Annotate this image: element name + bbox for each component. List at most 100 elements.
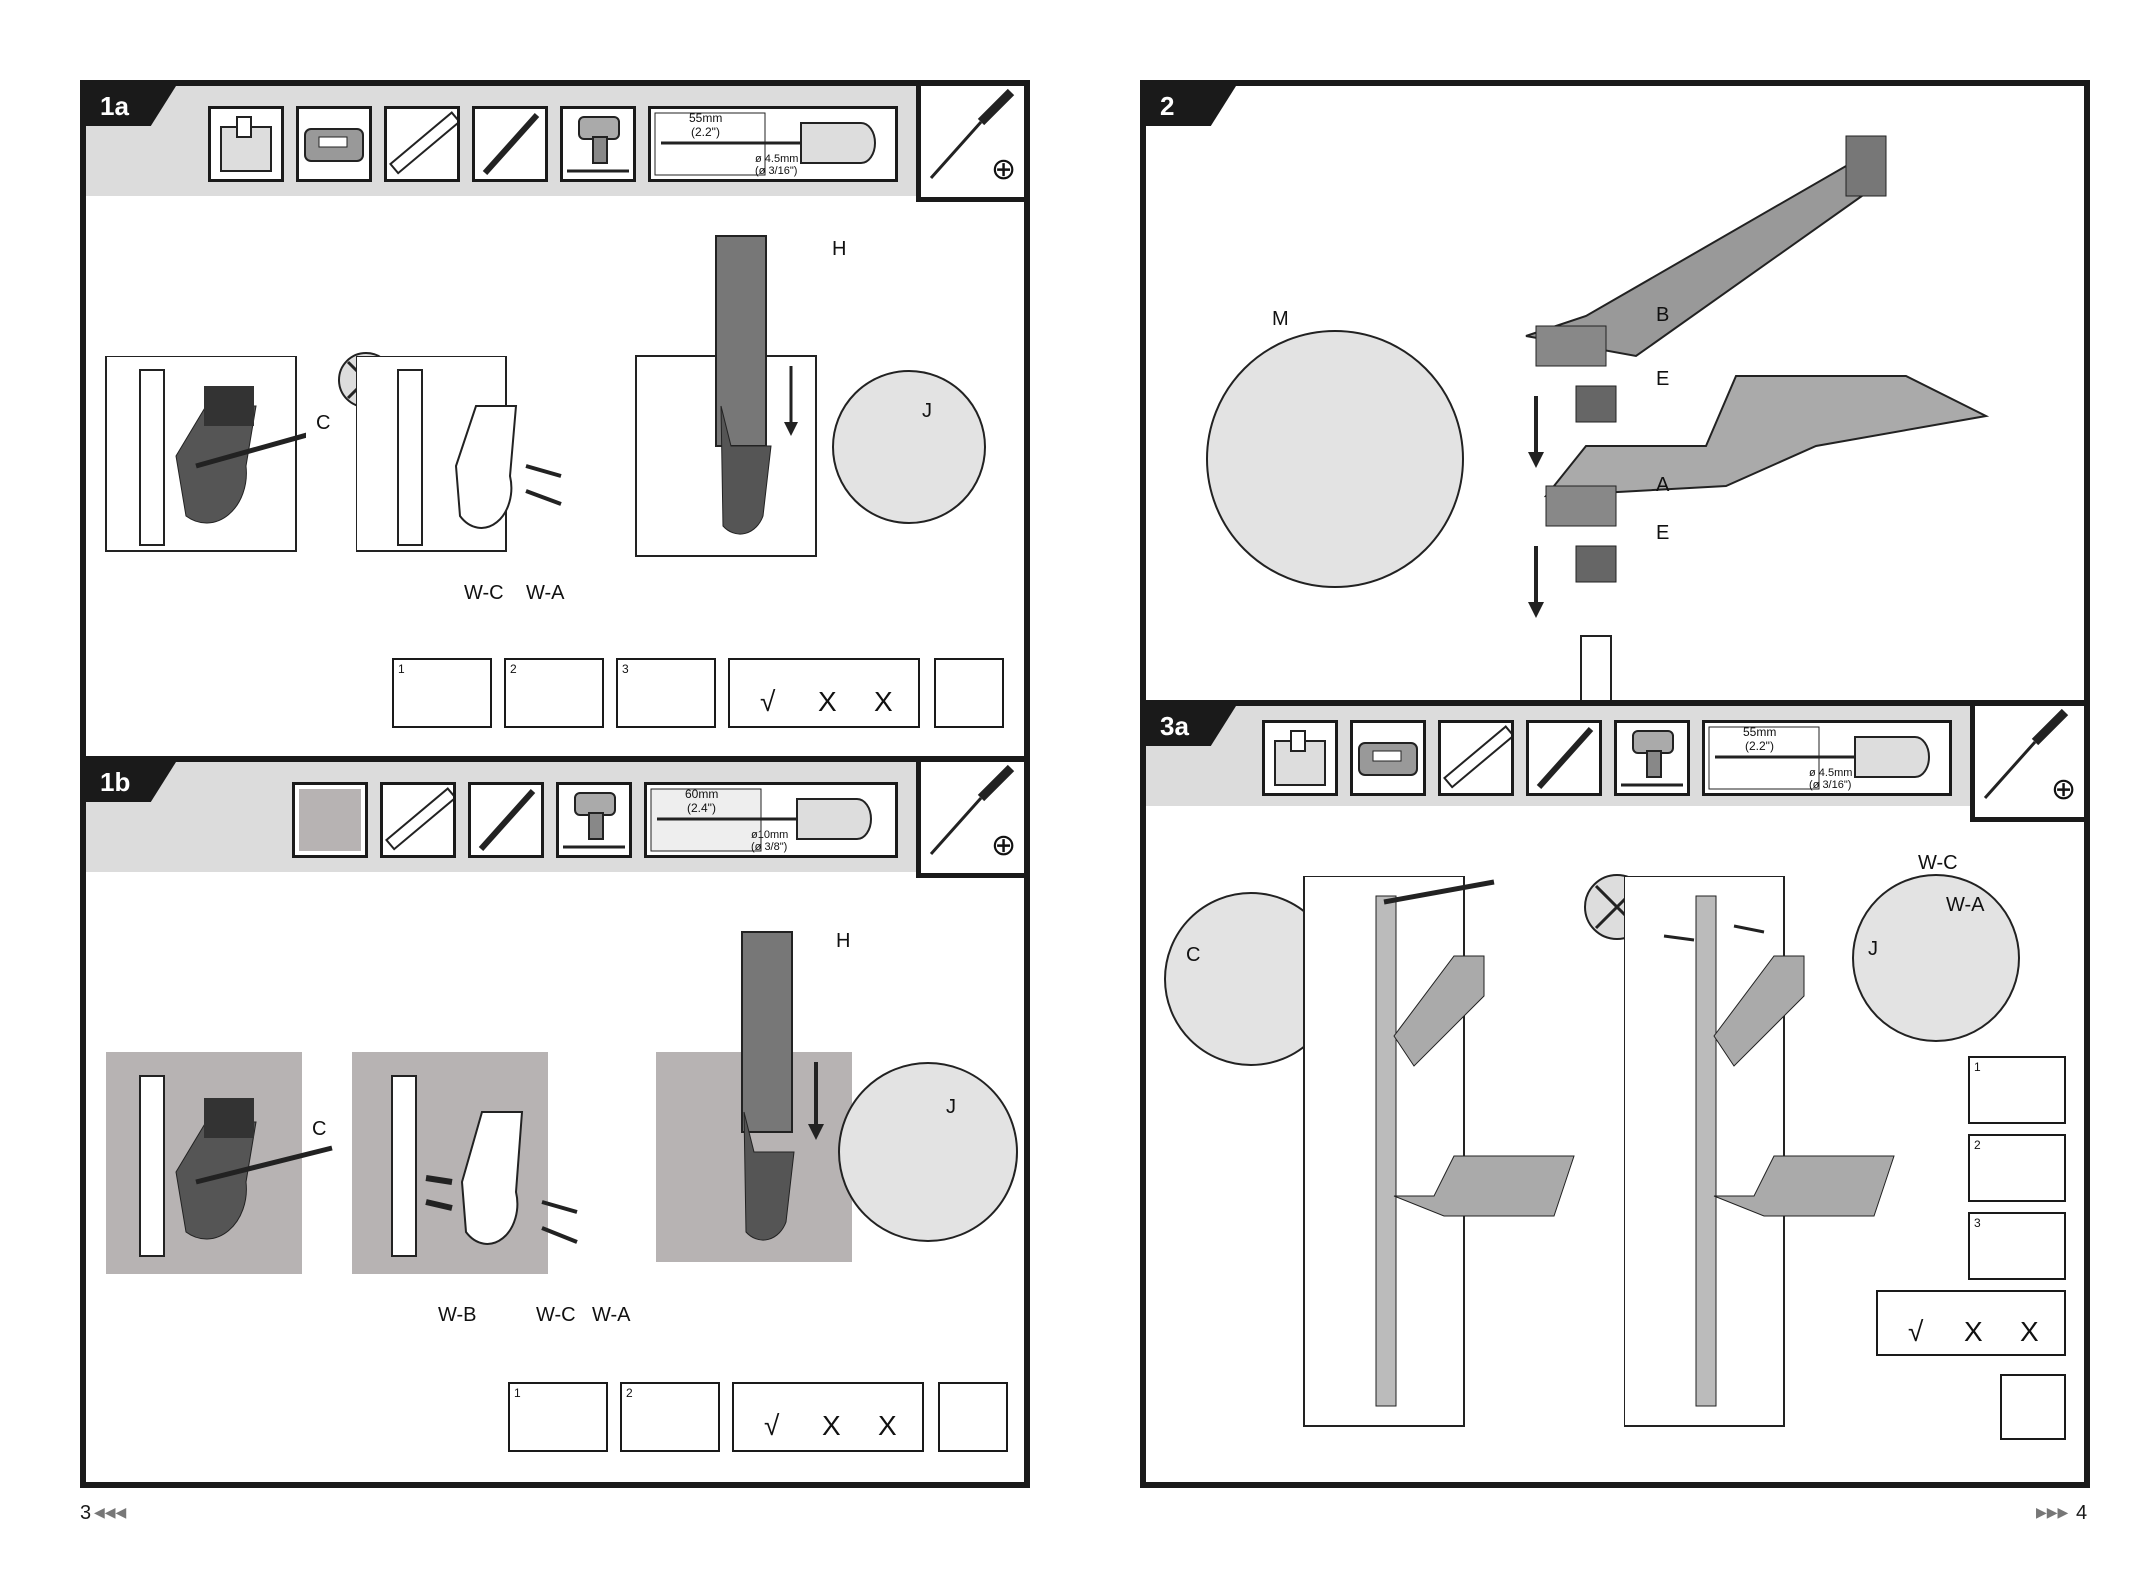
stud-finder-tool [208, 106, 284, 182]
screwdriver-box: ⊕ [916, 86, 1030, 202]
level-check-box: √ X X [728, 658, 920, 728]
drill-depth-tool: 55mm (2.2") ø 4.5mm (ø 3/16") [1702, 720, 1952, 796]
level-bad-mark: X [822, 1410, 841, 1442]
washer-c-label: W-C [464, 582, 504, 605]
substep-3-box: 3 [616, 658, 716, 728]
level-check-box: √ X X [1876, 1290, 2066, 1356]
level-bad-mark: X [878, 1410, 897, 1442]
drill-icon [559, 785, 629, 855]
drill-icon [1617, 723, 1687, 793]
stud-detector-icon [1353, 723, 1423, 793]
washer-c-label: W-C [1918, 852, 1958, 875]
part-c-label: C [312, 1118, 326, 1141]
part-e-label: E [1656, 522, 1669, 545]
washer-b-label: W-B [438, 1304, 477, 1327]
substep-3-box: 3 [1968, 1212, 2066, 1280]
page-arrows-right-icon: ▶▶▶ [2036, 1504, 2068, 1521]
drill-depth-mm: 55mm [689, 111, 722, 125]
detail-zoom-circle [832, 370, 986, 524]
stud-detector-tool [1350, 720, 1426, 796]
level-ok-mark: √ [760, 686, 775, 718]
level-icon [383, 785, 453, 855]
level-bad-mark: X [2020, 1316, 2039, 1348]
drill-depth-in: (2.4") [687, 801, 716, 815]
drill-setting-box [934, 658, 1004, 728]
level-ok-mark: √ [1908, 1316, 1923, 1348]
pencil-tool [1526, 720, 1602, 796]
pencil-tool [468, 782, 544, 858]
level-icon [1441, 723, 1511, 793]
bracket-screw-drawing [356, 356, 616, 566]
wall-sample-tool [292, 782, 368, 858]
substep-2-box: 2 [1968, 1134, 2066, 1202]
panel-step-1a: 1a 55mm (2.2") ø 4.5mm (ø 3/16") ⊕ C [80, 80, 1030, 762]
phillips-plus-icon: ⊕ [991, 152, 1016, 187]
concrete-mount-drawing [96, 1052, 336, 1282]
wall-pole-assembly-left [1294, 876, 1624, 1436]
part-j-label: J [1868, 938, 1878, 961]
pencil-icon [475, 109, 545, 179]
allen-key-detail-circle [1206, 330, 1464, 588]
allen-key-m-label: M [1272, 308, 1289, 331]
part-e-label: E [1656, 368, 1669, 391]
concrete-wall-icon [295, 785, 365, 855]
level-bad-mark: X [818, 686, 837, 718]
part-h-label: H [836, 930, 850, 953]
level-bad-mark: X [1964, 1316, 1983, 1348]
stud-finder-icon [1265, 723, 1335, 793]
substep-number: 2 [510, 662, 517, 676]
drill-bit-in: (ø 3/16") [755, 165, 797, 177]
drill-bit-in: (ø 3/16") [1809, 779, 1851, 791]
drill-bit-in: (ø 3/8") [751, 841, 787, 853]
level-tool [1438, 720, 1514, 796]
pencil-icon [471, 785, 541, 855]
substep-number: 3 [1974, 1216, 1981, 1230]
washer-a-label: W-A [1946, 894, 1985, 917]
drill-depth-tool: 60mm (2.4") ø10mm (ø 3/8") [644, 782, 898, 858]
screwdriver-box: ⊕ [1970, 706, 2090, 822]
stud-finder-tool [1262, 720, 1338, 796]
part-b-label: B [1656, 304, 1669, 327]
pole-insert-drawing [626, 226, 826, 566]
part-j-label: J [946, 1096, 956, 1119]
drill-setting-box [938, 1382, 1008, 1452]
drill-bit-mm: ø10mm [751, 829, 788, 841]
drill-depth-mm: 55mm [1743, 725, 1776, 739]
substep-number: 2 [1974, 1138, 1981, 1152]
substep-1-box: 1 [508, 1382, 608, 1452]
stud-finder-icon [211, 109, 281, 179]
drill-icon [563, 109, 633, 179]
washer-a-label: W-A [592, 1304, 631, 1327]
drill-depth-in: (2.2") [691, 125, 720, 139]
drill-tool [556, 782, 632, 858]
level-check-box: √ X X [732, 1382, 924, 1452]
substep-number: 1 [1974, 1060, 1981, 1074]
drill-bit-mm: ø 4.5mm [1809, 767, 1852, 779]
substep-number: 3 [622, 662, 629, 676]
pencil-icon [1529, 723, 1599, 793]
pencil-tool [472, 106, 548, 182]
substep-1-box: 1 [1968, 1056, 2066, 1124]
level-tool [384, 106, 460, 182]
substep-number: 1 [514, 1386, 521, 1400]
level-ok-mark: √ [764, 1410, 779, 1442]
part-h-label: H [832, 238, 846, 261]
page-number-left: 3 [80, 1502, 91, 1525]
phillips-plus-icon: ⊕ [2051, 772, 2076, 807]
drill-tool [560, 106, 636, 182]
substep-2-box: 2 [504, 658, 604, 728]
part-a-label: A [1656, 474, 1669, 497]
part-c-label: C [316, 412, 330, 435]
step-label: 2 [1146, 86, 1236, 126]
part-c-label: C [1186, 944, 1200, 967]
mount-install-drawing [96, 356, 306, 556]
drill-depth-in: (2.2") [1745, 739, 1774, 753]
stud-detector-icon [299, 109, 369, 179]
level-tool [380, 782, 456, 858]
substep-number: 2 [626, 1386, 633, 1400]
substep-1-box: 1 [392, 658, 492, 728]
arm-assembly-drawing [1506, 126, 2086, 712]
stud-detector-tool [296, 106, 372, 182]
drill-depth-mm: 60mm [685, 787, 718, 801]
concrete-pole-drawing [646, 922, 866, 1272]
